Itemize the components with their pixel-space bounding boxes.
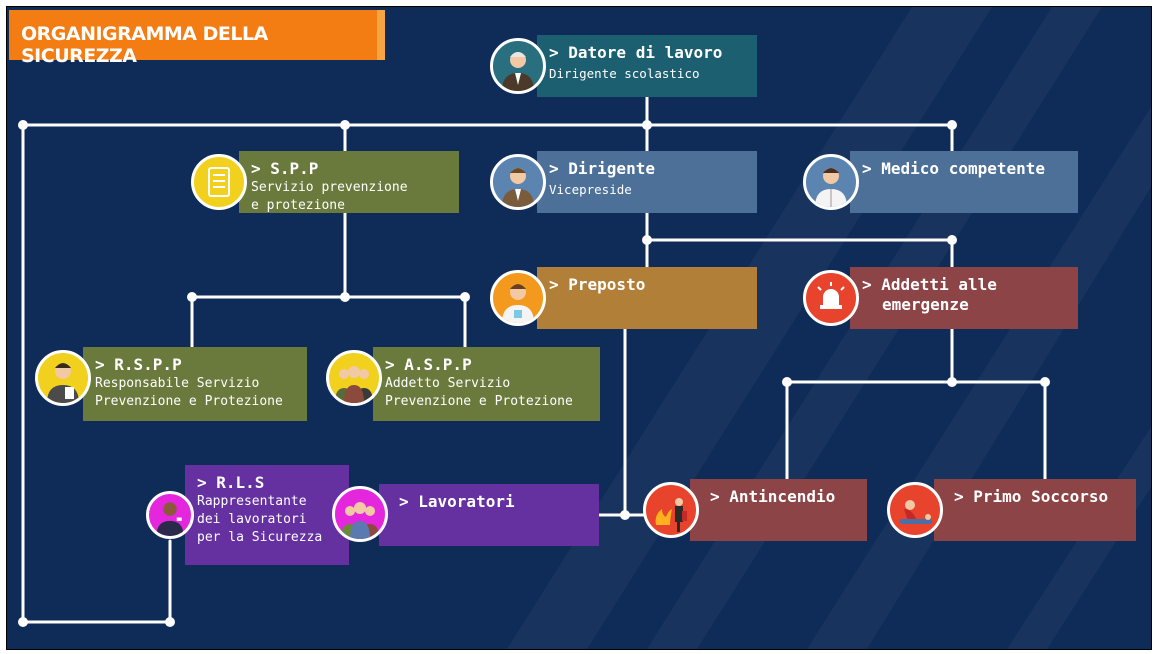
rls-line3: per la Sicurezza [197,530,323,545]
dirigente-subtitle: Vicepreside [549,182,632,197]
title-banner-accent [377,10,385,60]
connector-lines [18,95,1050,627]
dirigente-title: > Dirigente [549,159,655,178]
manager-avatar-icon [490,38,546,94]
rls-line2: dei lavoratori [197,512,307,527]
rspp-line1: Responsabile Servizio [95,376,260,391]
org-chart-canvas: ORGANIGRAMMA DELLA SICUREZZA > Datore di… [6,6,1152,650]
aspp-title: > A.S.P.P [385,355,472,374]
preposto-title: > Preposto [549,275,646,294]
lavoratori-node[interactable]: > Lavoratori [379,484,599,546]
emergenze-title-line2: emergenze [882,295,969,314]
lavoratori-title: > Lavoratori [399,492,515,511]
aspp-line1: Addetto Servizio [385,376,511,391]
spp-node[interactable]: > S.P.P Servizio prevenzione e protezion… [239,151,459,213]
datore-node[interactable]: > Datore di lavoro Dirigente scolastico [537,35,757,97]
dirigente-node[interactable]: > Dirigente Vicepreside [537,151,757,213]
soccorso-title: > Primo Soccorso [954,487,1109,506]
first-aid-icon [887,482,943,538]
alarm-siren-icon [803,270,859,326]
antincendio-node[interactable]: > Antincendio [690,479,867,541]
businessman-avatar-icon [490,154,546,210]
spp-line1: Servizio prevenzione [251,180,408,195]
rls-line1: Rappresentante [197,494,307,509]
antincendio-title: > Antincendio [710,487,836,506]
fire-extinguisher-icon [643,482,699,538]
lab-worker-avatar-icon [490,270,546,326]
speaker-person-icon [146,491,194,539]
workers-group-icon [332,486,388,542]
rls-node[interactable]: > R.L.S Rappresentante dei lavoratori pe… [185,465,349,565]
rspp-line2: Prevenzione e Protezione [95,394,283,409]
aspp-node[interactable]: > A.S.P.P Addetto Servizio Prevenzione e… [373,347,600,421]
rspp-title: > R.S.P.P [95,355,182,374]
spp-title: > S.P.P [251,159,319,178]
aspp-line2: Prevenzione e Protezione [385,394,573,409]
emergenze-node[interactable]: > Addetti alle emergenze [850,267,1078,329]
title-banner: ORGANIGRAMMA DELLA SICUREZZA [9,10,385,67]
rspp-node[interactable]: > R.S.P.P Responsabile Servizio Prevenzi… [83,347,307,421]
medico-title: > Medico competente [862,159,1046,178]
datore-title: > Datore di lavoro [549,43,723,62]
preposto-node[interactable]: > Preposto [537,267,757,329]
doctor-avatar-icon [803,154,859,210]
clipboard-person-icon [35,350,91,406]
soccorso-node[interactable]: > Primo Soccorso [934,479,1136,541]
checklist-icon [191,154,247,210]
datore-subtitle: Dirigente scolastico [549,66,700,81]
group-people-icon [326,350,382,406]
emergenze-title: > Addetti alle [862,275,997,294]
page-title: ORGANIGRAMMA DELLA SICUREZZA [21,23,268,67]
rls-title: > R.L.S [197,473,265,492]
medico-node[interactable]: > Medico competente [850,151,1078,213]
spp-line2: e protezione [251,198,345,213]
